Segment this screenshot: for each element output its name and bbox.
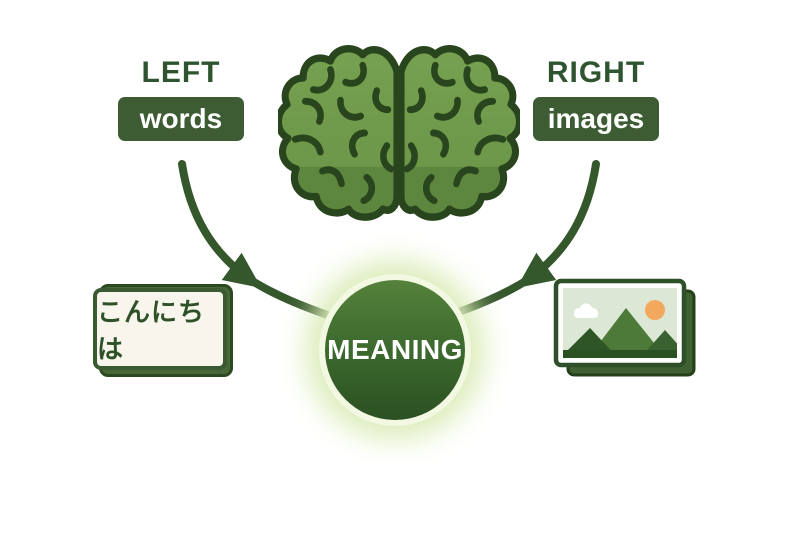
word-card-icon: こんにちは <box>92 284 234 382</box>
left-words-badge: words <box>118 97 244 141</box>
curved-arrow-right-tail <box>438 275 533 322</box>
word-card-text: こんにちは <box>97 297 206 364</box>
right-hemisphere-title: RIGHT <box>546 56 646 89</box>
brain-icon <box>278 42 520 224</box>
curved-arrow-right <box>516 160 600 289</box>
meaning-label: MEANING <box>327 334 463 365</box>
foreground-band <box>563 350 677 358</box>
curved-arrow-left <box>178 160 262 289</box>
brain-right-hemisphere <box>379 49 520 224</box>
right-badge-label: images <box>547 103 645 134</box>
mountain-mid <box>588 308 666 358</box>
left-badge-label: words <box>139 103 223 134</box>
right-images-badge: images <box>533 97 659 141</box>
photo-card-icon <box>553 278 696 377</box>
meaning-circle: MEANING <box>325 280 465 420</box>
cloud-icon <box>574 303 598 318</box>
left-hemisphere-title: LEFT <box>141 56 221 89</box>
sun-icon <box>645 300 665 320</box>
word-card: こんにちは <box>93 288 227 370</box>
curved-arrow-left-tail <box>245 275 340 322</box>
